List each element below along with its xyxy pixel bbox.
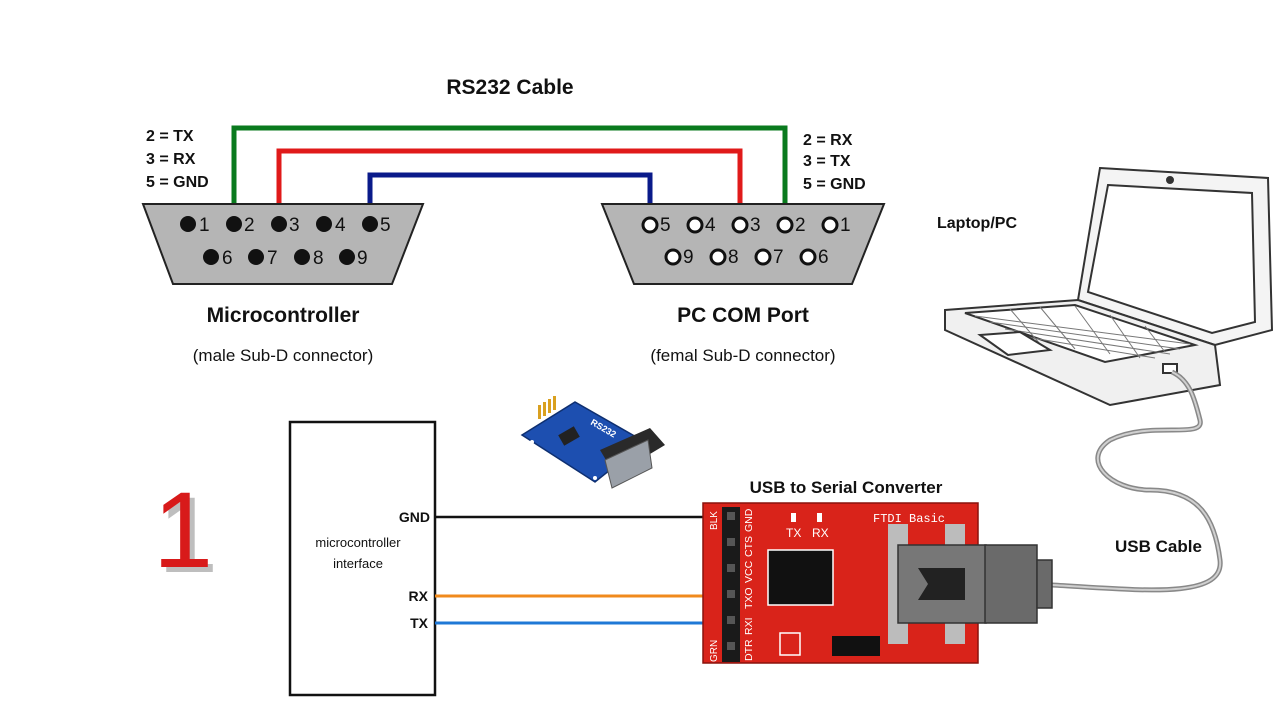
pin-label: 6 xyxy=(818,247,829,268)
right-pin-map-line: 2 = RX xyxy=(803,132,853,149)
mcu-pin-rx: RX xyxy=(409,588,429,604)
pin-label: 1 xyxy=(840,215,851,236)
laptop-label: Laptop/PC xyxy=(937,215,1017,232)
led-tx-icon xyxy=(791,513,796,522)
pin-label: 7 xyxy=(267,248,278,269)
right-connector-title: PC COM Port xyxy=(677,304,809,327)
pin-label: 7 xyxy=(773,247,784,268)
left-pin-map-line: 3 = RX xyxy=(146,151,196,168)
cable-title: RS232 Cable xyxy=(446,76,573,99)
pin xyxy=(226,216,242,232)
laptop-icon xyxy=(944,166,1274,407)
led-rx-label: RX xyxy=(812,526,829,540)
pin-label: 3 xyxy=(289,215,300,236)
pin-label: 9 xyxy=(357,248,368,269)
pin-label: 8 xyxy=(728,247,739,268)
pin-label: 8 xyxy=(313,248,324,269)
pin xyxy=(180,216,196,232)
pin xyxy=(709,248,727,266)
wire-tx-rx xyxy=(231,125,788,222)
pin xyxy=(664,248,682,266)
rs232-module-icon: RS232 xyxy=(520,396,665,489)
pin xyxy=(248,249,264,265)
header-label-dtr: DTR xyxy=(743,639,755,661)
header-strip xyxy=(722,507,740,662)
led-rx-icon xyxy=(817,513,822,522)
board-label: FTDI Basic xyxy=(873,512,945,526)
left-pin-map-line: 5 = GND xyxy=(146,174,209,191)
header-label-rxi: RXI xyxy=(743,617,755,635)
female-db9-connector: 5 4 3 2 1 9 8 7 6 xyxy=(600,203,886,285)
left-pin-map-line: 2 = TX xyxy=(146,128,194,145)
usb-plug xyxy=(984,544,1038,624)
usb-plug-strain-relief xyxy=(1036,559,1053,609)
step-number-shadow: 1 xyxy=(158,474,218,595)
pin xyxy=(731,216,749,234)
pin xyxy=(316,216,332,232)
pin-label: 3 xyxy=(750,215,761,236)
pin xyxy=(294,249,310,265)
header-label-blk: BLK xyxy=(709,511,720,530)
usb-cable-label: USB Cable xyxy=(1115,537,1202,556)
pin xyxy=(203,249,219,265)
usb-socket-opening xyxy=(918,568,965,600)
header-label-txo: TXO xyxy=(743,587,755,609)
right-connector-subtitle: (femal Sub-D connector) xyxy=(650,346,835,365)
header-label-gnd: GND xyxy=(743,508,755,532)
pin-label: 4 xyxy=(335,215,346,236)
mcu-title-line2: interface xyxy=(333,556,383,571)
pin-label: 1 xyxy=(199,215,210,236)
right-pin-map-line: 5 = GND xyxy=(803,176,866,193)
pin xyxy=(776,216,794,234)
led-tx-label: TX xyxy=(786,526,801,540)
header-label-grn: GRN xyxy=(709,640,720,662)
wire-gnd xyxy=(367,172,653,222)
pin xyxy=(641,216,659,234)
right-pin-map: 2 = RX 3 = TX 5 = GND xyxy=(803,132,866,193)
rs232-wires xyxy=(231,125,788,222)
pin xyxy=(362,216,378,232)
pin xyxy=(339,249,355,265)
pin-label: 5 xyxy=(380,215,391,236)
right-pin-map-line: 3 = TX xyxy=(803,153,851,170)
pin-label: 9 xyxy=(683,247,694,268)
pin xyxy=(821,216,839,234)
pin-label: 5 xyxy=(660,215,671,236)
left-pin-map: 2 = TX 3 = RX 5 = GND xyxy=(146,128,209,191)
ftdi-chip xyxy=(767,549,834,606)
left-connector-subtitle: (male Sub-D connector) xyxy=(193,346,373,365)
step-number: 1 xyxy=(153,469,213,590)
component xyxy=(832,636,880,656)
pin xyxy=(799,248,817,266)
pin-label: 2 xyxy=(795,215,806,236)
component xyxy=(779,632,801,656)
pin xyxy=(271,216,287,232)
header-label-vcc: VCC xyxy=(743,560,755,583)
wire-rx-tx xyxy=(276,148,743,222)
male-db9-connector: 1 2 3 4 5 6 7 8 9 xyxy=(141,203,425,285)
mcu-interface-box xyxy=(288,420,437,697)
pin-label: 6 xyxy=(222,248,233,269)
pin-label: 4 xyxy=(705,215,716,236)
mcu-pin-tx: TX xyxy=(410,615,429,631)
pin-label: 2 xyxy=(244,215,255,236)
header-label-cts: CTS xyxy=(743,536,755,557)
left-connector-title: Microcontroller xyxy=(207,304,360,327)
pin xyxy=(686,216,704,234)
pin xyxy=(754,248,772,266)
mcu-pin-gnd: GND xyxy=(399,509,430,525)
mcu-title-line1: microcontroller xyxy=(315,535,401,550)
converter-title: USB to Serial Converter xyxy=(750,478,943,497)
ftdi-board: BLK GRN GND CTS VCC TXO RXI DTR TX RX FT… xyxy=(702,502,1053,664)
usb-cable-highlight xyxy=(1051,371,1222,591)
